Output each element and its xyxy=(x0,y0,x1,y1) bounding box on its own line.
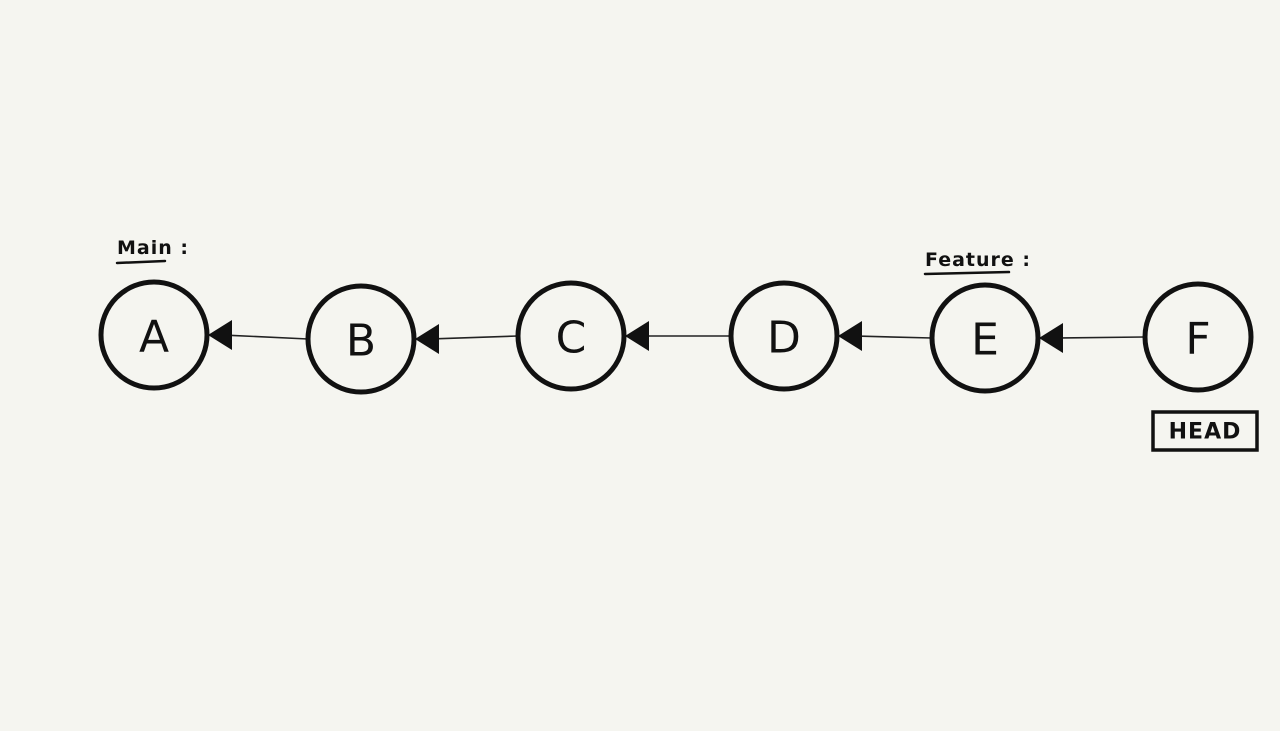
commit-label: B xyxy=(346,316,376,367)
edge-line xyxy=(231,334,309,340)
arrowhead-icon xyxy=(625,321,649,351)
branch-name: Feature : xyxy=(925,249,1031,271)
branch-underline xyxy=(923,270,1011,276)
head-layer: HEAD xyxy=(1151,410,1259,452)
commit-label: C xyxy=(556,313,587,364)
nodes-layer: A B C D E F xyxy=(98,279,1254,395)
commit-label: E xyxy=(971,315,999,366)
commit-node-a: A xyxy=(98,279,210,391)
arrowhead-icon xyxy=(415,324,439,354)
edge-B-to-A xyxy=(208,320,309,350)
commit-node-d: D xyxy=(728,280,840,392)
edge-D-to-C xyxy=(625,321,731,351)
commit-circle xyxy=(929,282,1041,394)
commit-circle xyxy=(98,279,210,391)
arrowhead-icon xyxy=(838,321,862,351)
commit-node-b: B xyxy=(305,283,417,395)
commit-node-e: E xyxy=(929,282,1041,394)
commit-label: D xyxy=(767,313,801,364)
commit-circle xyxy=(728,280,840,392)
commit-label: F xyxy=(1185,314,1210,365)
commit-circle xyxy=(1142,281,1254,393)
commit-label: A xyxy=(139,312,169,363)
branch-underline xyxy=(115,259,167,265)
branch-label-feature: Feature : xyxy=(923,249,1031,276)
head-box xyxy=(1151,410,1259,452)
branch-label-main: Main : xyxy=(115,237,189,265)
commit-circle xyxy=(305,283,417,395)
branch-labels-layer: Main : Feature : xyxy=(115,237,1031,276)
edge-E-to-D xyxy=(838,321,933,351)
branch-name: Main : xyxy=(117,237,189,259)
edge-line xyxy=(438,335,519,340)
edge-line xyxy=(861,335,933,339)
edge-F-to-E xyxy=(1039,323,1146,353)
arrowhead-icon xyxy=(1039,323,1063,353)
edges-layer xyxy=(208,320,1146,354)
head-label: HEAD xyxy=(1169,420,1242,445)
edge-C-to-B xyxy=(415,324,519,354)
commit-node-c: C xyxy=(515,280,627,392)
arrowhead-icon xyxy=(208,320,232,350)
edge-line xyxy=(1062,336,1146,339)
commit-circle xyxy=(515,280,627,392)
head-pointer: HEAD xyxy=(1151,410,1259,452)
commit-node-f: F xyxy=(1142,281,1254,393)
